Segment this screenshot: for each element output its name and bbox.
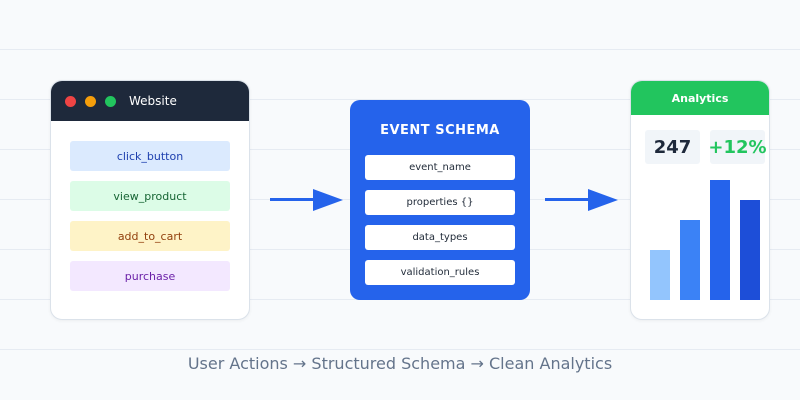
event-add-to-cart[interactable]: add_to_cart bbox=[70, 221, 230, 251]
event-label: add_to_cart bbox=[117, 229, 183, 243]
schema-field-event-name: event_name bbox=[365, 155, 515, 180]
website-title: Website bbox=[129, 94, 177, 108]
right-arrow-icon bbox=[313, 189, 343, 211]
schema-title: EVENT SCHEMA bbox=[380, 123, 500, 138]
event-view-product[interactable]: view_product bbox=[70, 181, 230, 211]
analytics-bar bbox=[740, 200, 760, 300]
analytics-header: Analytics bbox=[631, 81, 769, 115]
flow-caption: User Actions → Structured Schema → Clean… bbox=[187, 354, 613, 373]
flow-arrow-line bbox=[545, 198, 591, 201]
stat-change-value: +12% bbox=[708, 130, 767, 164]
analytics-panel: Analytics 247 +12% bbox=[630, 80, 770, 320]
minimize-dot-icon bbox=[85, 95, 96, 107]
right-arrow-icon bbox=[588, 189, 618, 211]
grid-line bbox=[0, 349, 800, 350]
maximize-dot-icon bbox=[105, 95, 116, 107]
schema-field-properties: properties {} bbox=[365, 190, 515, 215]
website-panel: Website click_button view_product add_to… bbox=[50, 80, 250, 320]
analytics-bar bbox=[650, 250, 670, 300]
event-label: purchase bbox=[124, 269, 176, 283]
analytics-bar bbox=[680, 220, 700, 300]
event-label: view_product bbox=[113, 189, 187, 203]
event-schema-panel: EVENT SCHEMA event_name properties {} da… bbox=[350, 100, 530, 300]
schema-field-data-types: data_types bbox=[365, 225, 515, 250]
event-label: click_button bbox=[116, 149, 184, 163]
flow-arrow-line bbox=[270, 198, 316, 201]
grid-line bbox=[0, 49, 800, 50]
analytics-bar bbox=[710, 180, 730, 300]
schema-field-validation-rules: validation_rules bbox=[365, 260, 515, 285]
grid-line bbox=[0, 99, 800, 100]
website-titlebar: Website bbox=[51, 81, 249, 121]
close-dot-icon bbox=[65, 95, 76, 107]
event-purchase[interactable]: purchase bbox=[70, 261, 230, 291]
event-click-button[interactable]: click_button bbox=[70, 141, 230, 171]
stat-total-value: 247 bbox=[645, 130, 700, 164]
